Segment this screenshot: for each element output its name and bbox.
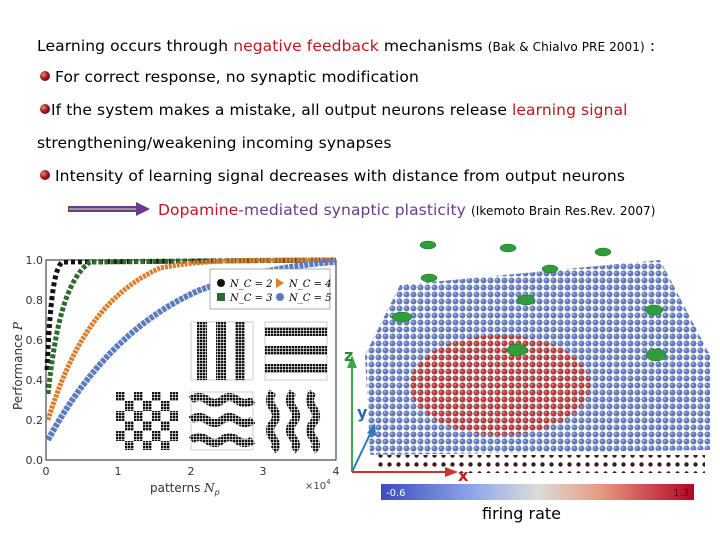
continuation-line: strengthening/weakening incoming synapse… (37, 134, 392, 152)
bullet-icon (40, 169, 50, 180)
x-tick-labels: 0 1 2 3 4 (43, 465, 340, 478)
svg-text:2: 2 (188, 465, 195, 478)
bullet-icon (40, 103, 50, 114)
svg-text:1: 1 (115, 465, 122, 478)
bullet-text: For correct response, no synaptic modifi… (55, 68, 419, 86)
svg-text:4: 4 (333, 465, 340, 478)
bullet-text: If the system makes a mistake, all outpu… (51, 101, 512, 119)
plasticity-text: -mediated synaptic plasticity (238, 201, 466, 219)
neural-network-simulation: z y x -0.6 1.3 (344, 240, 710, 500)
x-multiplier: ×104 (305, 478, 331, 492)
bullet-icon (40, 70, 50, 81)
learning-signal-highlight: learning signal (512, 101, 628, 119)
svg-text:1.0: 1.0 (26, 254, 44, 267)
svg-text:0.0: 0.0 (26, 454, 44, 467)
x-axis-label: x (458, 466, 469, 485)
performance-chart: 0.0 0.2 0.4 0.6 0.8 1.0 0 1 2 3 4 patter… (11, 254, 340, 497)
bullet-item-2: If the system makes a mistake, all outpu… (40, 101, 628, 119)
svg-text:0: 0 (43, 465, 50, 478)
svg-text:0.4: 0.4 (26, 374, 44, 387)
z-axis-label: z (344, 346, 353, 365)
negative-feedback-highlight: negative feedback (233, 37, 379, 55)
series-nc2 (44, 257, 337, 371)
pattern-insets (116, 321, 328, 454)
arrow-line: Dopamine-mediated synaptic plasticity (I… (68, 201, 656, 219)
citation-ikemoto: (Ikemoto Brain Res.Rev. 2007) (470, 204, 656, 218)
svg-text:N_C = 3: N_C = 3 (229, 293, 273, 304)
chart-legend: N_C = 2 N_C = 3 N_C = 4 N_C = 5 (209, 268, 332, 310)
svg-text:3: 3 (260, 465, 267, 478)
continuation-text: strengthening/weakening incoming synapse… (37, 134, 392, 152)
svg-text:N_C = 2: N_C = 2 (229, 279, 273, 290)
colorbar-caption: firing rate (482, 504, 561, 523)
heading-text: Learning occurs through (37, 37, 234, 55)
svg-text:N_C = 5: N_C = 5 (288, 293, 332, 304)
svg-text:0.8: 0.8 (26, 294, 44, 307)
y-axis-label: Performance P (11, 321, 25, 410)
colorbar-max: 1.3 (673, 488, 689, 499)
arrow-right-icon (68, 201, 150, 216)
svg-text:0.6: 0.6 (26, 334, 44, 347)
high-firing-region (410, 335, 590, 435)
output-neurons (391, 240, 667, 362)
series-nc5 (45, 259, 337, 442)
x-axis-label: patterns Np (150, 481, 220, 497)
dopamine-highlight: Dopamine (158, 201, 239, 219)
series-nc4 (45, 257, 337, 421)
axes-triad: z y x (344, 346, 469, 485)
colon: : (644, 37, 656, 55)
heading-line: Learning occurs through negative feedbac… (37, 37, 655, 55)
bullet-text: Intensity of learning signal decreases w… (55, 167, 626, 185)
y-axis-label: y (357, 403, 368, 422)
bullet-item-3: Intensity of learning signal decreases w… (40, 167, 625, 185)
colorbar: -0.6 1.3 (381, 484, 694, 500)
heading-text-tail: mechanisms (378, 37, 488, 55)
citation-bak: (Bak & Chialvo PRE 2001) (487, 40, 645, 54)
svg-text:0.2: 0.2 (26, 414, 44, 427)
input-layer (375, 455, 705, 473)
bullet-item-1: For correct response, no synaptic modifi… (40, 68, 419, 86)
y-tick-labels: 0.0 0.2 0.4 0.6 0.8 1.0 (26, 254, 44, 467)
svg-text:N_C = 4: N_C = 4 (288, 279, 332, 290)
colorbar-min: -0.6 (386, 488, 406, 499)
